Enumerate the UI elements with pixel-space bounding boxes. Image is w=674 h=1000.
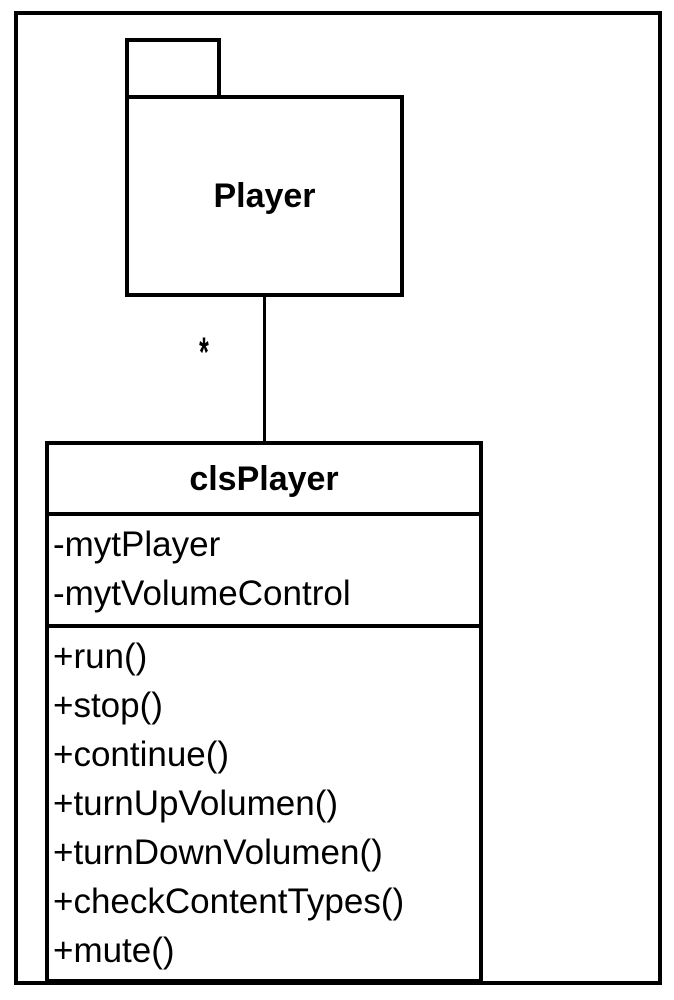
package-body: Player [125, 95, 404, 297]
diagram-frame: Player * clsPlayer -mytPlayer -mytVolume… [14, 11, 662, 985]
class-name-label: clsPlayer [189, 459, 339, 498]
operation-row: +turnDownVolumen() [53, 833, 383, 872]
class-operations-compartment: +run() +stop() +continue() +turnUpVolume… [49, 628, 479, 981]
operation-row: +stop() [53, 686, 163, 725]
operation-row: +continue() [53, 735, 230, 774]
class-attributes-compartment: -mytPlayer -mytVolumeControl [49, 516, 479, 628]
attribute-row: -mytVolumeControl [53, 574, 351, 613]
operation-row: +run() [53, 637, 148, 676]
operation-row: +mute() [53, 931, 175, 970]
attribute-row: -mytPlayer [53, 525, 221, 564]
class-node-clsplayer[interactable]: clsPlayer -mytPlayer -mytVolumeControl +… [45, 441, 483, 983]
multiplicity-label-many: * [199, 329, 209, 377]
package-tab [125, 38, 221, 95]
association-connector-line [263, 296, 266, 442]
operation-row: +turnUpVolumen() [53, 784, 339, 823]
operation-row: +checkContentTypes() [53, 882, 405, 921]
package-name-label: Player [213, 177, 316, 215]
class-name-compartment: clsPlayer [49, 445, 479, 516]
